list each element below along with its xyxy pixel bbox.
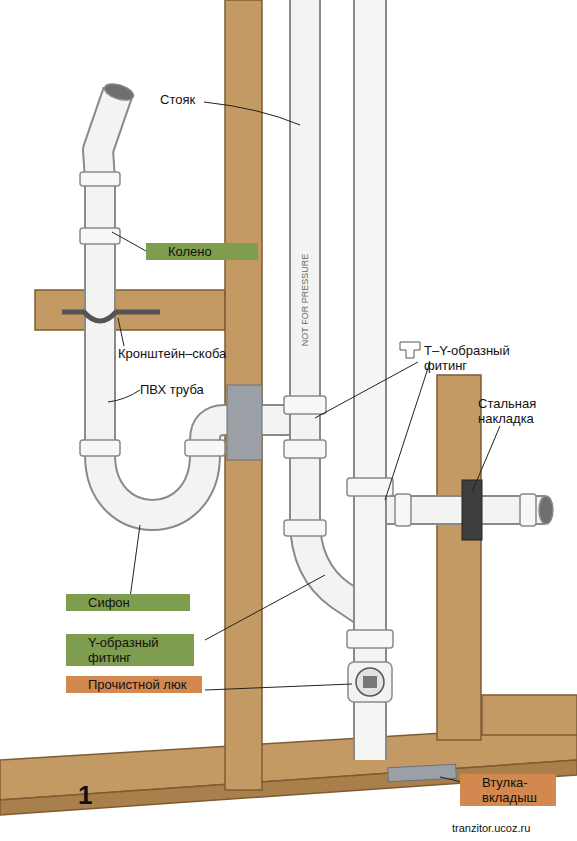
tee-hub (284, 396, 326, 414)
leader-line (472, 426, 500, 492)
band-text: Колено (168, 244, 252, 259)
blocking-board (35, 290, 225, 330)
branch-hub (395, 494, 411, 526)
tee-icon (400, 342, 420, 358)
cleanout-body (348, 662, 392, 702)
part-label: NOT FOR PRESSURE (300, 250, 310, 350)
leader-line (440, 777, 462, 782)
stack-tee-hub (347, 478, 393, 496)
right-stud (437, 375, 481, 740)
part-label: Т–Y-образный фитинг (424, 343, 544, 373)
cleanout-nut (363, 676, 377, 688)
trap-hub (185, 440, 225, 456)
label-band: Втулка-вкладыш (460, 774, 556, 806)
steel-plate (462, 480, 482, 540)
pipe-opening (103, 81, 136, 104)
trap-pipe (98, 92, 300, 515)
pipe-opening (539, 496, 553, 524)
fitting-icons (70, 246, 478, 788)
leader-line (385, 362, 430, 500)
branch-hub (520, 494, 536, 526)
trap-hub (80, 440, 120, 456)
trap-pipe-outline (98, 92, 300, 515)
leader-line (118, 318, 124, 346)
band-text: Y-образный фитинг (88, 635, 188, 665)
branch-pipe-outline (370, 495, 545, 525)
part-label: Стальная накладка (478, 396, 570, 426)
leader-line (112, 232, 146, 251)
band-text: Сифон (88, 595, 184, 610)
part-label: ПВХ труба (140, 382, 230, 397)
band-text: Втулка-вкладыш (482, 775, 550, 805)
leader-line (130, 525, 140, 598)
steel-plate (388, 764, 457, 782)
elbow-hub (80, 228, 120, 244)
leader-line (205, 575, 325, 640)
bracket-strap (62, 312, 160, 321)
part-label: tranzitor.ucoz.ru (452, 822, 572, 835)
bottom-plate-edge (0, 760, 577, 815)
part-label: Кронштейн–скоба (118, 346, 258, 361)
steel-plate (227, 385, 262, 460)
leader-line (108, 390, 140, 402)
fitting-hubs (80, 172, 536, 648)
floor-board (482, 695, 577, 735)
label-band: Сифон (66, 594, 190, 611)
wye-hub (284, 520, 326, 536)
leader-line (315, 362, 418, 418)
tee-hub (284, 440, 326, 458)
band-text: Прочистной люк (88, 677, 196, 692)
elbow-hub (80, 172, 120, 186)
wood-framing (0, 0, 577, 815)
label-band: Y-образный фитинг (66, 634, 194, 666)
label-band: Колено (146, 243, 258, 260)
cleanout-plug (356, 668, 384, 696)
leader-line (204, 102, 300, 125)
part-label: Стояк (160, 92, 220, 107)
stack-wye-hub (347, 630, 393, 648)
label-band: Прочистной люк (66, 676, 202, 693)
leader-line (205, 684, 352, 690)
left-stud (225, 0, 262, 790)
part-label: 1 (78, 780, 108, 810)
